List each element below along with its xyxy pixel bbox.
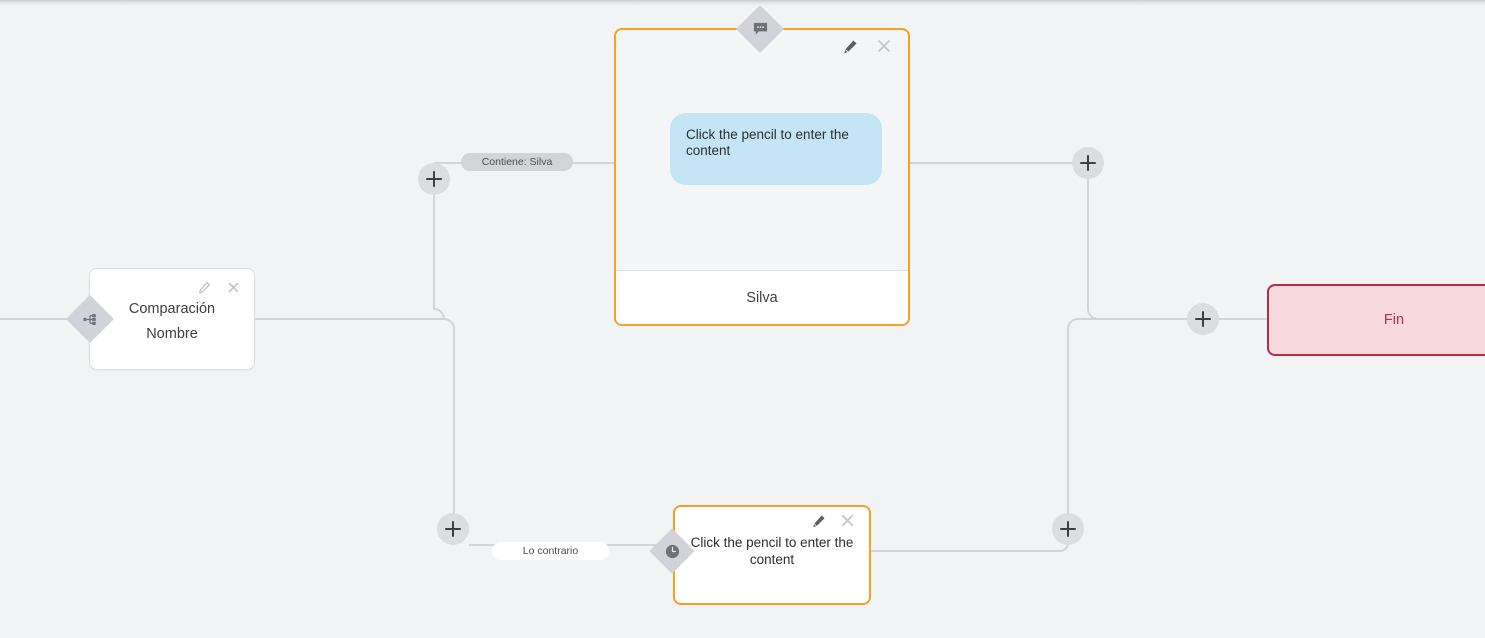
- add-node-button-after-secondary[interactable]: [1052, 513, 1084, 545]
- close-icon[interactable]: [876, 38, 892, 54]
- end-node[interactable]: Fin: [1267, 284, 1485, 356]
- add-node-button-before-end[interactable]: [1187, 303, 1219, 335]
- message-node-primary-footer: Silva: [616, 270, 908, 324]
- message-node-secondary-text: Click the pencil to enter the content: [690, 535, 854, 567]
- comparison-node-title: Comparación: [128, 301, 216, 317]
- message-node-primary-actions: [843, 38, 892, 54]
- edge-label-lo-contrario[interactable]: Lo contrario: [492, 542, 609, 560]
- pencil-icon[interactable]: [198, 281, 211, 294]
- edge-label-contiene[interactable]: Contiene: Silva: [461, 153, 573, 171]
- chat-bubble-icon: [752, 21, 769, 37]
- message-bubble: Click the pencil to enter the content: [670, 113, 882, 185]
- close-icon[interactable]: [227, 281, 240, 294]
- comparison-node-badge: [65, 294, 115, 344]
- message-node-primary[interactable]: Click the pencil to enter the content Si…: [614, 28, 910, 326]
- comparison-node-actions: [198, 281, 240, 294]
- clock-icon: [664, 543, 681, 560]
- add-node-button-after-primary[interactable]: [1072, 147, 1104, 179]
- add-node-button-true-branch[interactable]: [418, 163, 450, 195]
- pencil-icon[interactable]: [812, 514, 826, 528]
- branch-split-icon: [82, 311, 99, 328]
- window-top-edge: [0, 0, 1485, 6]
- message-node-secondary-badge: [649, 528, 695, 574]
- add-node-button-false-branch[interactable]: [437, 513, 469, 545]
- message-node-badge: [735, 4, 785, 54]
- message-node-secondary-actions: [812, 513, 855, 528]
- message-node-secondary[interactable]: Click the pencil to enter the content: [673, 505, 871, 605]
- comparison-node[interactable]: Comparación Nombre: [89, 268, 255, 370]
- pencil-icon[interactable]: [843, 39, 858, 54]
- close-icon[interactable]: [840, 513, 855, 528]
- comparison-node-subtitle: Nombre: [146, 326, 198, 342]
